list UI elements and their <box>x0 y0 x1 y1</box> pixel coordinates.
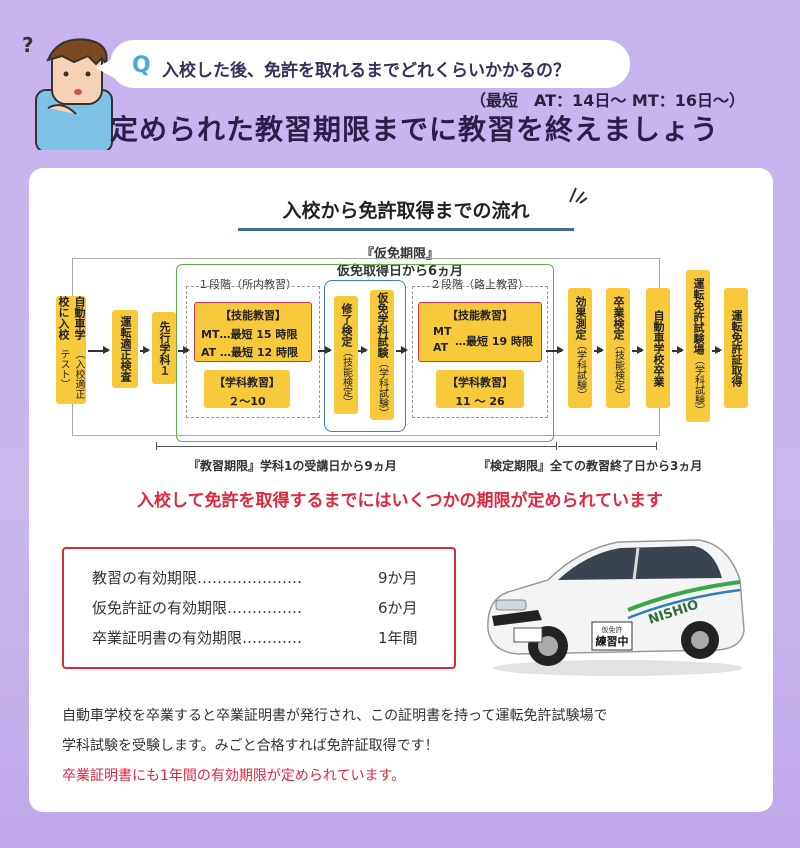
flow-arrow <box>318 347 332 353</box>
validity-value: 6か月 <box>378 599 418 617</box>
stage2-skill-lesson: 【技能教習】 MT AT …最短 19 時限 <box>418 302 542 362</box>
step-graduation-test: 卒業検定（技能検定） <box>606 288 630 408</box>
step-license-center-label: 運転免許試験場 <box>692 277 705 355</box>
step-completion-label: 修了検定 <box>340 303 353 347</box>
shortest-duration: （最短 AT：14日～ MT：16日～） <box>470 91 745 110</box>
explanation-line2: 学科試験を受験します。みごと合格すれば免許証取得です！ <box>62 738 439 754</box>
step-completion-test: 修了検定（技能検定） <box>334 296 358 414</box>
validity-label: 卒業証明書の有効期限………… <box>92 629 303 647</box>
stage2-skill-hours: …最短 19 時限 <box>455 335 533 348</box>
content-card <box>29 168 773 812</box>
driving-school-car-image: NISHIO 仮免許 練習中 <box>487 539 745 676</box>
lesson-period-bracket-start <box>156 442 157 450</box>
step-provisional-test: 仮免学科試験（学科試験） <box>370 290 394 420</box>
validity-value: 1年間 <box>378 629 418 647</box>
validity-label: 教習の有効期限………………… <box>92 569 303 587</box>
explanation-line1: 自動車学校を卒業すると卒業証明書が発行され、この証明書を持って運転免許試験場で <box>62 708 608 724</box>
step-graduation-test-label: 卒業検定 <box>612 296 625 340</box>
validity-label: 仮免許証の有効期限…………… <box>92 599 303 617</box>
validity-box: 教習の有効期限………………… 9か月 仮免許証の有効期限…………… 6か月 卒業… <box>62 547 456 669</box>
car-plate-top: 仮免許 <box>602 625 623 634</box>
headline: 定められた教習期限までに教習を終えましょう <box>110 113 720 146</box>
stage1-academic-range: ２～10 <box>228 395 266 408</box>
flow-title-underline <box>238 228 574 231</box>
provisional-period-desc: 仮免取得日から6ヵ月 <box>336 264 464 279</box>
flow-arrow <box>140 347 150 353</box>
exam-period-bracket-end <box>656 442 657 450</box>
step-graduation: 自動車学校卒業 <box>646 288 670 408</box>
stage2-academic-title: 【学科教習】 <box>447 376 513 389</box>
lesson-period-bracket <box>156 446 556 447</box>
svg-text:?: ? <box>22 33 34 57</box>
stage1-academic-lesson: 【学科教習】 ２～10 <box>204 370 290 408</box>
exam-period-text: 『検定期限』全ての教習終了日から3ヵ月 <box>478 459 703 473</box>
stage2-frame <box>412 286 548 418</box>
stage2-label: ２段階（路上教習） <box>430 278 529 291</box>
flow-arrow <box>672 347 684 353</box>
car-plate-main: 練習中 <box>596 634 629 648</box>
validity-value: 9か月 <box>378 569 418 587</box>
exam-period-bracket <box>558 446 656 447</box>
step-effect-note: （学科試験） <box>574 340 586 400</box>
stage1-skill-mt: MT…最短 15 時限 <box>201 328 298 341</box>
stage2-skill-title: 【技能教習】 <box>447 309 513 322</box>
stage1-academic-title: 【学科教習】 <box>214 376 280 389</box>
step-provisional-note: （学科試験） <box>376 358 388 418</box>
step-license: 運転免許証取得 <box>724 288 748 408</box>
flow-arrow <box>632 347 644 353</box>
step-effect-label: 効果測定 <box>574 296 587 340</box>
flow-arrow <box>546 347 564 353</box>
step-enroll: 自動車学校に入校 （入校適正テスト） <box>56 296 86 404</box>
stage2-academic-range: 11 ～ 26 <box>455 395 505 408</box>
question-letter: Q <box>132 53 151 78</box>
flow-arrow <box>712 347 722 353</box>
flow-title: 入校から免許取得までの流れ <box>282 200 530 222</box>
question-text: 入校した後、免許を取れるまでどれくらいかかるの？ <box>162 61 570 81</box>
stage1-skill-lesson: 【技能教習】 MT…最短 15 時限 AT …最短 12 時限 <box>194 302 312 362</box>
explanation-note: 卒業証明書にも1年間の有効期限が定められています。 <box>62 768 406 784</box>
step-provisional-label: 仮免学科試験 <box>376 292 389 358</box>
step-enroll-note: （入校適正テスト） <box>58 349 84 400</box>
stage1-skill-title: 【技能教習】 <box>220 309 286 322</box>
stage2-skill-at: AT <box>433 341 449 354</box>
sparkle-icon <box>569 187 588 204</box>
step-license-center-note: （学科試験） <box>692 354 704 415</box>
lesson-period-frame <box>176 264 554 442</box>
flow-arrow <box>178 347 190 353</box>
step-effect-test: 効果測定（学科試験） <box>568 288 592 408</box>
step-enroll-label: 自動車学校に入校 <box>57 296 86 340</box>
validity-row: 卒業証明書の有効期限………… 1年間 <box>92 627 418 648</box>
stage1-skill-at: AT …最短 12 時限 <box>201 346 298 359</box>
step-first-lecture: 先行学科１ <box>152 312 176 384</box>
flow-arrow <box>396 347 408 353</box>
step-license-center: 運転免許試験場（学科試験） <box>686 270 710 422</box>
validity-row: 仮免許証の有効期限…………… 6か月 <box>92 597 418 618</box>
step-completion-note: （技能検定） <box>340 347 352 407</box>
question-bubble <box>96 40 630 88</box>
step-graduation-test-note: （技能検定） <box>612 340 624 400</box>
stage1-label: １段階（所内教習） <box>198 278 297 291</box>
stage2-academic-lesson: 【学科教習】 11 ～ 26 <box>436 370 524 408</box>
flow-arrow <box>358 347 368 353</box>
flow-arrow <box>594 347 604 353</box>
provisional-exam-frame <box>324 280 406 432</box>
validity-row: 教習の有効期限………………… 9か月 <box>92 567 418 588</box>
stage2-skill-mt: MT <box>433 325 452 338</box>
flow-arrow <box>88 347 110 353</box>
lesson-period-bracket-end <box>556 442 557 450</box>
lesson-period-text: 『教習期限』学科1の受講日から9ヵ月 <box>188 459 397 473</box>
deadline-notice: 入校して免許を取得するまでにはいくつかの期限が定められています <box>137 491 663 511</box>
step-aptitude: 運転適正検査 <box>112 310 138 388</box>
